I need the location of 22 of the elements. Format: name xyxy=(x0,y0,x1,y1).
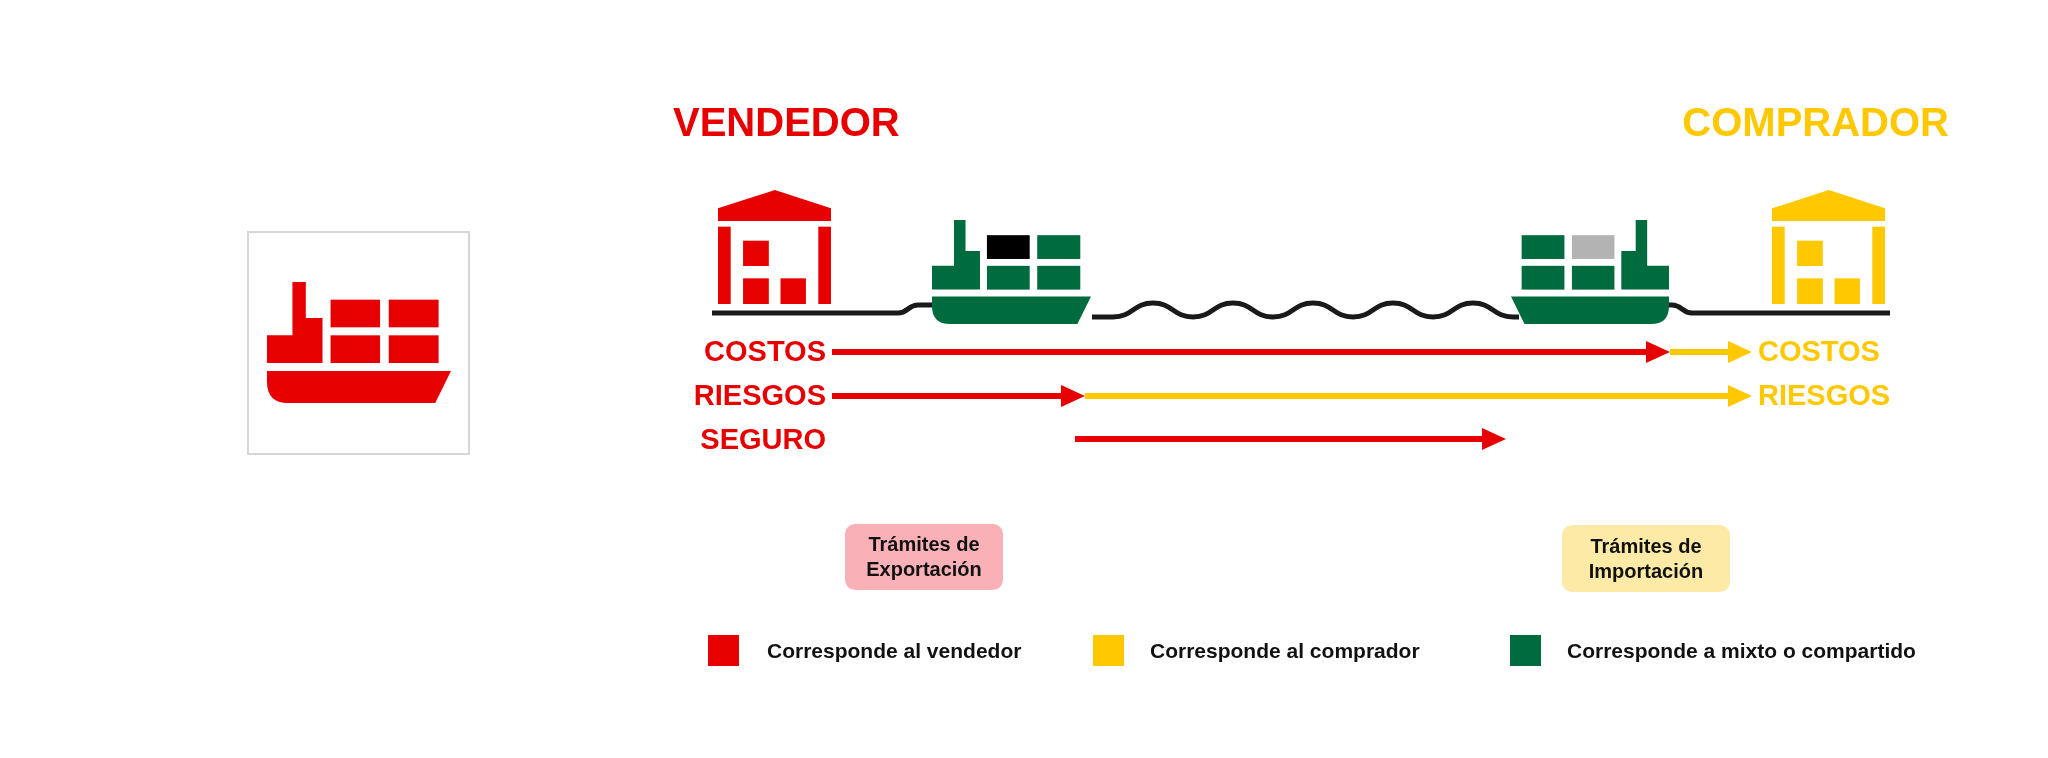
party-heading: COMPRADOR xyxy=(1682,99,1949,145)
row-label: RIESGOS xyxy=(1758,379,1891,413)
arrow xyxy=(832,341,1670,363)
ship-icon xyxy=(932,220,1091,324)
row-label: SEGURO xyxy=(700,423,826,457)
arrow xyxy=(1670,341,1752,363)
legend-text: Corresponde al comprador xyxy=(1150,638,1420,664)
legend-text: Corresponde a mixto o compartido xyxy=(1567,638,1916,664)
row-label: RIESGOS xyxy=(693,379,826,413)
wavy-sea-line xyxy=(1092,300,1519,320)
legend-text: Corresponde al vendedor xyxy=(767,638,1022,664)
procedure-tag: Trámites de Exportación xyxy=(845,524,1003,590)
arrow xyxy=(832,385,1085,407)
ship-icon xyxy=(1511,220,1669,324)
warehouse-icon xyxy=(718,190,831,304)
ground-line xyxy=(712,302,932,316)
row-label: COSTOS xyxy=(1758,335,1880,369)
procedure-tag: Trámites de Importación xyxy=(1562,525,1730,592)
row-label: COSTOS xyxy=(704,335,826,369)
warehouse-icon xyxy=(1772,190,1885,304)
party-heading: VENDEDOR xyxy=(673,99,900,145)
arrow xyxy=(1085,385,1752,407)
